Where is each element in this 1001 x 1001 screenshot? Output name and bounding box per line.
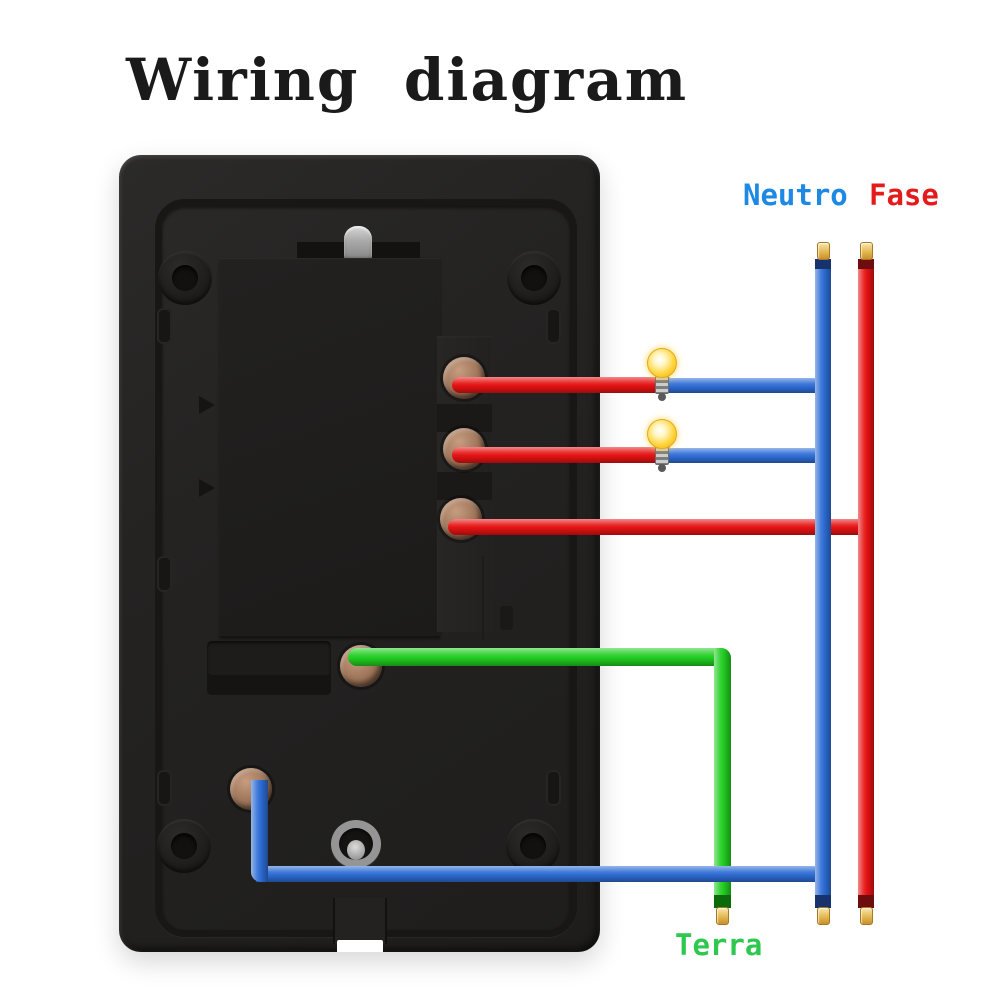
- side-clip-left-1: [157, 308, 172, 344]
- bulb-glass: [647, 419, 677, 449]
- wall-plate-rear: [119, 155, 600, 952]
- wire-bulb-2-to-neutral: [656, 448, 831, 463]
- wire-phase-supply: [858, 260, 874, 908]
- wire-sheath-end: [815, 259, 831, 269]
- side-clip-left-3: [157, 770, 172, 806]
- side-tab-right: [500, 606, 513, 630]
- panel-seam: [482, 556, 484, 640]
- wire-phase-to-bulb-2: [452, 447, 670, 463]
- bulb-base: [655, 376, 669, 394]
- screw-boss-top-right: [507, 251, 561, 305]
- terminal-strip-notch-2: [437, 472, 492, 500]
- bulb-tip: [658, 393, 666, 401]
- wire-tip-neutral-bottom: [817, 907, 830, 925]
- switch-module-back: [220, 258, 440, 637]
- screw-boss-bottom-left: [157, 819, 211, 873]
- screw-hole: [521, 265, 547, 291]
- screw-hole: [171, 833, 197, 859]
- mounting-screw-top: [344, 226, 372, 260]
- wire-phase-feed: [448, 519, 874, 535]
- wire-neutral-supply: [815, 260, 831, 908]
- wire-phase-to-bulb-1: [452, 377, 670, 393]
- wire-neutral-bottom: [256, 866, 831, 882]
- wire-sheath-end: [858, 895, 874, 908]
- side-clip-right-1: [546, 308, 561, 344]
- bulb-base: [655, 447, 669, 465]
- wire-bulb-1-to-neutral: [656, 378, 831, 393]
- wire-neutral-drop: [251, 780, 268, 882]
- clamp-screw-icon: [347, 840, 365, 860]
- wire-ground-vertical: [714, 648, 731, 908]
- screw-boss-top-left: [158, 251, 212, 305]
- side-clip-left-2: [157, 556, 172, 592]
- screw-hole: [520, 833, 546, 859]
- bottom-tab: [333, 898, 387, 944]
- page-title: Wiring diagram: [126, 46, 689, 114]
- screw-hole: [172, 265, 198, 291]
- terminal-strip-notch-1: [437, 404, 492, 432]
- wire-tip-neutral-top: [817, 242, 830, 260]
- wire-sheath-end: [815, 895, 831, 908]
- label-phase: Fase: [869, 178, 939, 212]
- wire-tip-phase-bottom: [860, 907, 873, 925]
- screw-boss-bottom-right: [506, 819, 560, 873]
- label-ground: Terra: [675, 928, 763, 962]
- wire-sheath-end: [858, 259, 874, 269]
- bulb-tip: [658, 464, 666, 472]
- wire-sheath-end: [714, 895, 731, 908]
- bulb-glass: [647, 348, 677, 378]
- wire-tip-phase-top: [860, 242, 873, 260]
- bottom-notch: [337, 940, 383, 952]
- mounting-clamp-bottom: [331, 820, 381, 868]
- wire-ground-horizontal: [348, 648, 724, 666]
- recessed-slot: [207, 641, 331, 695]
- label-neutral: Neutro: [743, 178, 848, 212]
- wire-tip-ground-bottom: [716, 907, 729, 925]
- panel-seam: [220, 636, 440, 638]
- side-clip-right-2: [546, 770, 561, 806]
